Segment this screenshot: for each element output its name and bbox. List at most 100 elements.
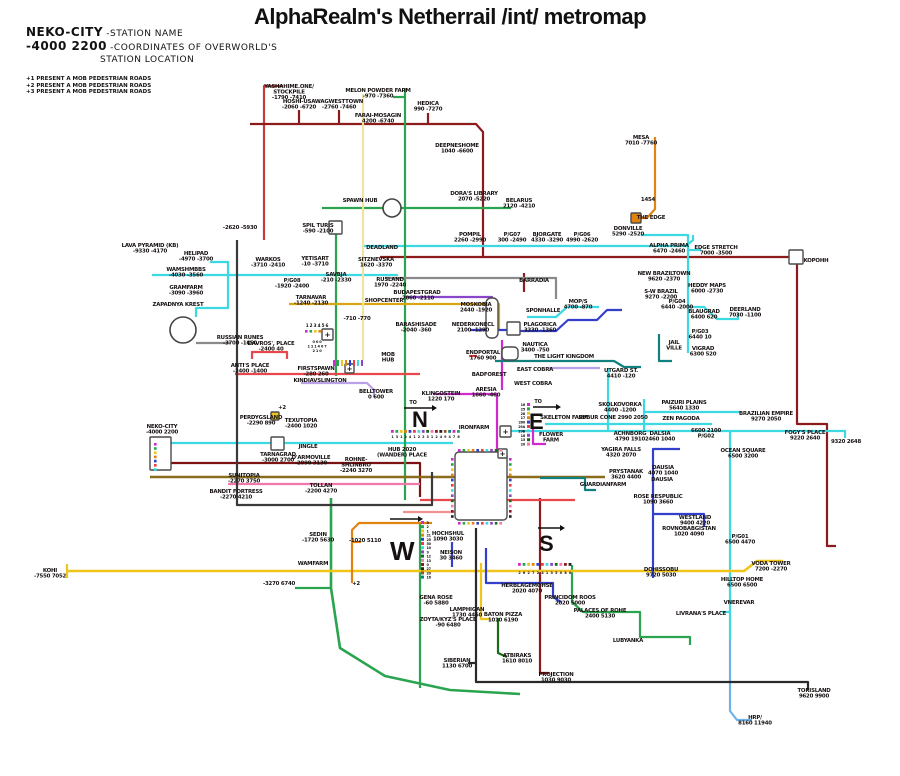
station-label: +2 xyxy=(278,405,286,411)
hub-dot-ironfarm-bottom xyxy=(481,522,484,525)
list-dot-west-line-list xyxy=(421,542,424,545)
station-label: SUNITOPIA-2270 3750 xyxy=(228,473,261,485)
station-label: FIRSTSPAWN-280 260 xyxy=(297,366,335,378)
hub-dot-mini-legend-squares xyxy=(318,330,322,333)
list-dot-east-line-list xyxy=(527,425,530,428)
list-num-south-line-list: 2 xyxy=(537,571,540,575)
station-label: ANTI'S PLACE-2400 -1400 xyxy=(231,363,270,375)
compass-east-to: TO xyxy=(534,399,541,405)
list-num-north-line-list: 1 xyxy=(400,435,403,439)
list-dot-south-line-list xyxy=(536,563,540,566)
line-teal-lightkingdom xyxy=(495,359,641,369)
box-glyph-mini-legend-box: + xyxy=(325,331,331,339)
compass-east-arrowhead xyxy=(556,404,561,410)
list-num-south-line-list: 6 xyxy=(523,571,526,575)
line-projection xyxy=(538,498,549,675)
list-dot-south-line-list xyxy=(550,563,553,566)
station-label: SKELETON FARM xyxy=(540,415,588,421)
line-yellow-baton xyxy=(479,563,490,621)
list-num-north-line-list: 3 xyxy=(427,435,430,439)
list-dot-west-line-list xyxy=(421,567,424,571)
line-magenta-central xyxy=(433,392,499,455)
hub-dot-ironfarm-bottom xyxy=(485,522,489,525)
compass-south: S xyxy=(539,531,553,556)
list-num-east-line-list: 28 xyxy=(521,412,526,416)
line-cyan-deerland xyxy=(688,305,740,321)
list-num-north-line-list: 2 xyxy=(435,435,438,439)
ironfarm-box xyxy=(454,451,508,521)
legend-note-2: +2 PRESENT A MOB PEDESTRIAN ROADS xyxy=(26,82,152,89)
compass-north: N xyxy=(412,407,428,432)
list-num-east-line-list: 25 xyxy=(521,407,526,411)
list-num-north-line-list: 1 xyxy=(413,435,416,439)
station-label: DAUSIA xyxy=(651,477,674,483)
station-label: WAGWESTTOWN-2760 -7460 xyxy=(315,99,364,111)
hub-dot-firstspawn-ticks xyxy=(353,360,355,366)
station-label: SAVBJA-210 -2330 xyxy=(321,272,352,284)
line-red-davros xyxy=(250,350,289,359)
list-dot-west-line-list xyxy=(421,558,424,562)
hub-dot-ironfarm-top xyxy=(471,449,475,452)
box-glyph-plus-box-1: + xyxy=(503,428,509,436)
list-dot-west-line-list xyxy=(421,546,424,550)
station-label: PERDYGSLAND-2290 890 xyxy=(240,415,283,427)
list-dot-south-line-list xyxy=(559,563,563,566)
line-blue-herbla xyxy=(484,548,562,603)
hub-dot-ironfarm-right xyxy=(509,473,512,477)
legend-station-name-row: NEKO-CITY -STATION NAME xyxy=(26,26,277,40)
list-num-east-line-list: 29A xyxy=(518,425,525,429)
list-num-north-line-list: 4 xyxy=(440,435,443,439)
hub-dot-ironfarm-top xyxy=(494,449,498,452)
station-label: -2620 -5930 xyxy=(223,225,258,231)
line-cyan-sponhalle xyxy=(527,305,599,319)
compass-north-arrowhead xyxy=(432,405,437,411)
station-label: +2 xyxy=(352,581,360,587)
station-label: LAVA PYRAMID (KB)-9330 -4170 xyxy=(122,243,179,255)
hub-dot-ironfarm-top xyxy=(499,449,502,452)
mini-legend-row: 0 0 0 xyxy=(312,340,322,344)
station-label: VNEREVAR xyxy=(724,600,756,606)
hub-dot-neko-dots xyxy=(154,468,157,471)
hub-dot-neko-dots xyxy=(154,443,157,446)
list-dot-west-line-list xyxy=(421,537,424,541)
hub-dot-ironfarm-right xyxy=(509,463,512,466)
list-num-east-line-list: 260 xyxy=(519,421,526,425)
line-grey-mid xyxy=(385,276,558,299)
line-lightblue-hrp xyxy=(728,640,752,722)
hub-dot-ironfarm-right xyxy=(509,494,512,497)
list-num-west-line-list: 0 xyxy=(427,563,430,567)
line-blue-westland xyxy=(653,512,706,527)
list-dot-north-line-list xyxy=(430,430,434,433)
hub-dot-ironfarm-right xyxy=(509,478,512,482)
list-dot-east-line-list xyxy=(527,433,530,437)
hub-dot-ironfarm-bottom xyxy=(490,522,493,525)
list-num-north-line-list: 1 xyxy=(431,435,434,439)
station-label: BADFOREST xyxy=(472,372,507,378)
list-num-west-line-list: 2 xyxy=(427,525,430,529)
list-num-north-line-list: 2 xyxy=(405,435,408,439)
list-num-north-line-list: 7 xyxy=(453,435,456,439)
list-num-west-line-list: 27 xyxy=(427,567,432,571)
